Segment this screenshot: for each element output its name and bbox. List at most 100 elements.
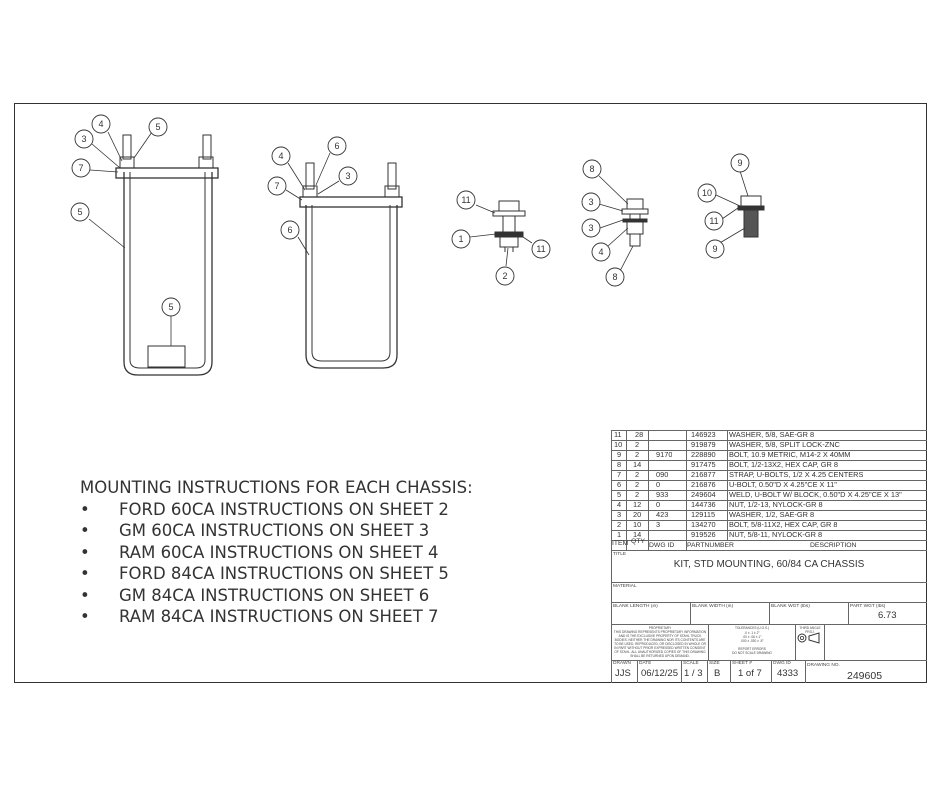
balloon-label: 8	[612, 272, 617, 282]
bom-dwg: 9170	[656, 450, 673, 459]
bom-dwg: 423	[656, 510, 669, 519]
bom-item: 3	[617, 510, 622, 519]
bom-part: 216876	[691, 480, 716, 489]
bom-item: 5	[617, 490, 622, 499]
drawing-border	[14, 103, 927, 683]
bom-item: 10	[614, 440, 623, 449]
ubolt-with-block-view	[115, 134, 219, 376]
balloon-circle	[591, 242, 611, 262]
balloon-circle	[451, 229, 471, 249]
bom-item: 6	[617, 480, 622, 489]
drawing-number: 249605	[847, 670, 883, 682]
sheet-value: 1 of 7	[738, 668, 762, 679]
blank-wgt-label: BLANK WGT (lbs)	[771, 604, 810, 609]
bom-item: 9	[617, 450, 622, 459]
bom-item: 11	[614, 430, 622, 439]
bom-desc: NUT, 5/8-11, NYLOCK-GR 8	[729, 530, 823, 539]
drawing-title: KIT, STD MOUNTING, 60/84 CA CHASSIS	[673, 559, 865, 570]
date-label: DATE	[639, 661, 652, 666]
bom-desc: WELD, U-BOLT W/ BLOCK, 0.50"D X 4.25"CE …	[729, 490, 902, 499]
bom-part: 919879	[691, 440, 716, 449]
balloon-label: 9	[712, 244, 717, 254]
third-angle-projection-icon	[797, 632, 820, 644]
bom-item: 2	[617, 520, 622, 529]
bom-qty: 2	[635, 470, 640, 479]
balloon-circle	[531, 239, 551, 259]
tolerances-label: TOLERANCES (U.O.S.)	[734, 626, 770, 630]
part-wgt-value: 6.73	[878, 610, 897, 621]
balloon-circle	[280, 220, 300, 240]
balloon-circle	[605, 267, 625, 287]
balloon-label: 4	[278, 151, 283, 161]
bom-dwg: 0	[656, 500, 661, 509]
balloon-label: 11	[461, 195, 470, 205]
notes-list: FORD 60CA INSTRUCTIONS ON SHEET 2 GM 60C…	[80, 499, 473, 628]
bom-header-part: PARTNUMBER	[687, 542, 734, 549]
title-block: 11 28 146923 WASHER, 5/8, SAE-GR 8 10 2 …	[611, 430, 927, 683]
bom-desc: STRAP, U-BOLTS, 1/2 X 4.25 CENTERS	[729, 470, 864, 479]
list-item: RAM 84CA INSTRUCTIONS ON SHEET 7	[80, 606, 473, 628]
balloon-circle	[91, 114, 111, 134]
date-value: 06/12/25	[641, 668, 678, 679]
balloon-circle	[161, 297, 181, 317]
bom-item: 4	[617, 500, 622, 509]
bom-item: 7	[617, 470, 622, 479]
balloon-label: 5	[77, 207, 82, 217]
bom-desc: WASHER, 1/2, SAE-GR 8	[729, 510, 815, 519]
balloon-label: 11	[536, 244, 545, 254]
bom-qty: 28	[635, 430, 644, 439]
notes-heading: MOUNTING INSTRUCTIONS FOR EACH CHASSIS:	[80, 478, 473, 497]
list-item: FORD 84CA INSTRUCTIONS ON SHEET 5	[80, 563, 473, 585]
bom-qty: 2	[635, 450, 640, 459]
material-label: MATERIAL	[613, 584, 637, 589]
bom-qty: 10	[633, 520, 642, 529]
bom-desc: BOLT, 5/8-11X2, HEX CAP, GR 8	[729, 520, 838, 529]
bom-qty: 14	[633, 530, 642, 539]
balloon-circle	[338, 166, 358, 186]
do-not-scale: DO NOT SCALE DRAWING	[732, 651, 772, 655]
balloon-circle	[582, 159, 602, 179]
bom-qty: 2	[635, 440, 640, 449]
bolt-m14-view	[737, 195, 765, 238]
balloon-labels: 4 5 3 7 5 5 6 4 7 3 6 11 1 11 2 8 3 3 4 …	[77, 119, 742, 312]
list-item: RAM 60CA INSTRUCTIONS ON SHEET 4	[80, 542, 473, 564]
tolerance-three-place: .000 ± .030 ± .5°	[740, 639, 764, 643]
bom-header-item: ITEM	[612, 540, 629, 547]
balloon-circle	[456, 190, 476, 210]
balloon-circle	[74, 129, 94, 149]
scale-value: 1 / 3	[684, 668, 703, 679]
balloon-circle	[581, 192, 601, 212]
bom-qty: 14	[633, 460, 642, 469]
balloon-circle	[495, 266, 515, 286]
blank-length-label: BLANK LENGTH (in)	[613, 604, 658, 609]
dwg-id-value: 4333	[777, 668, 799, 679]
bom-item: 8	[617, 460, 622, 469]
balloon-label: 3	[345, 171, 350, 181]
bom-part: 919526	[691, 530, 716, 539]
balloon-label: 3	[588, 197, 593, 207]
balloon-label: 8	[589, 164, 594, 174]
dwg-id-label: DWG ID	[773, 661, 791, 666]
sheet-label: SHEET #	[732, 661, 752, 666]
bom-part: 134270	[691, 520, 716, 529]
balloon-label: 7	[78, 163, 83, 173]
balloon-label: 9	[737, 158, 742, 168]
balloon-label: 5	[168, 302, 173, 312]
leader-lines	[88, 131, 749, 346]
tolerance-one-place: .0 ± .1 ± 2°	[744, 631, 760, 635]
balloon-label: 1	[458, 234, 463, 244]
projection-label: THIRD ANGLE PROJ.	[799, 626, 821, 634]
bom-qty: 12	[633, 500, 642, 509]
bom-qty: 20	[633, 510, 642, 519]
bom-part: 146923	[691, 430, 716, 439]
bom-header-dwg: DWG ID	[649, 542, 675, 549]
balloon-circle	[581, 218, 601, 238]
balloon-circle	[71, 158, 91, 178]
bom-part: 917475	[691, 460, 716, 469]
bom-part: 249604	[691, 490, 716, 499]
balloon-circle	[267, 176, 287, 196]
title-label: TITLE	[613, 552, 627, 557]
drawn-by-value: JJS	[615, 668, 631, 679]
proprietary-heading: PROPRIETARY	[648, 626, 672, 630]
balloon-label: 4	[598, 247, 603, 257]
